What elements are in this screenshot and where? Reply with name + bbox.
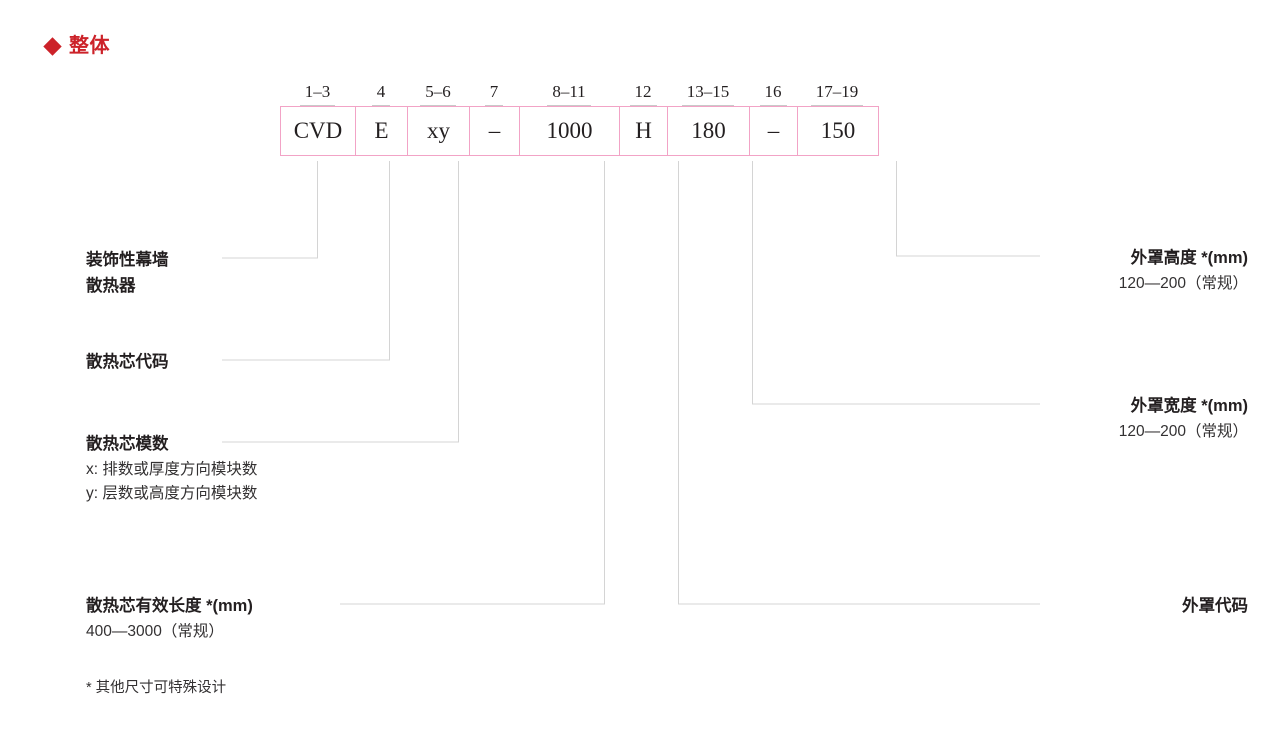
leader-line-6 bbox=[751, 161, 1040, 405]
annotation-sub-line: 400—3000（常规） bbox=[86, 622, 224, 640]
position-label-8: 16 bbox=[749, 80, 797, 106]
annotation-line: 散热芯代码 bbox=[86, 353, 169, 371]
annotation-line: 外罩代码 bbox=[1182, 597, 1248, 615]
annotation-sub-line: 120—200（常规） bbox=[1118, 274, 1248, 292]
annotation-decorative-curtain-wall-radiator: 装饰性幕墙 散热器 bbox=[86, 248, 169, 299]
annotation-core-effective-length: 散热芯有效长度 *(mm) 400—3000（常规） bbox=[86, 594, 253, 644]
code-cell-separator-2: – bbox=[750, 107, 798, 155]
code-value-row: CVD E xy – 1000 H 180 – 150 bbox=[280, 106, 879, 156]
annotation-line: 散热芯有效长度 *(mm) bbox=[86, 597, 253, 615]
annotation-line: 装饰性幕墙 bbox=[86, 251, 169, 269]
leader-line-2 bbox=[222, 161, 391, 361]
annotation-core-modulus: 散热芯模数 x: 排数或厚度方向模块数 y: 层数或高度方向模块数 bbox=[86, 432, 257, 506]
position-label-9: 17–19 bbox=[797, 80, 877, 106]
leader-line-4 bbox=[340, 161, 606, 605]
position-label-6: 12 bbox=[619, 80, 667, 106]
leader-line-5 bbox=[677, 161, 1040, 605]
position-header-row: 1–3 4 5–6 7 8–11 12 13–15 16 17–19 bbox=[280, 78, 879, 106]
footnote: * 其他尺寸可特殊设计 bbox=[86, 680, 227, 696]
annotation-sub-line: x: 排数或厚度方向模块数 bbox=[86, 460, 258, 478]
code-cell-cover-code: H bbox=[620, 107, 668, 155]
code-cell-product-family: CVD bbox=[281, 107, 356, 155]
annotation-sub-line: 120—200（常规） bbox=[1118, 422, 1248, 440]
position-label-3: 5–6 bbox=[407, 80, 469, 106]
annotation-line: 外罩宽度 *(mm) bbox=[1130, 397, 1248, 415]
position-label-4: 7 bbox=[469, 80, 519, 106]
code-cell-core-code: E bbox=[356, 107, 408, 155]
annotation-cover-code: 外罩代码 bbox=[1182, 594, 1248, 620]
diamond-bullet-icon bbox=[43, 36, 62, 56]
code-cell-cover-height: 150 bbox=[798, 107, 878, 155]
section-title: 整体 bbox=[43, 35, 110, 57]
annotation-cover-height: 外罩高度 *(mm) 120—200（常规） bbox=[1119, 246, 1248, 296]
leader-line-3 bbox=[222, 161, 460, 443]
leader-line-1 bbox=[222, 161, 319, 259]
annotation-cover-width: 外罩宽度 *(mm) 120—200（常规） bbox=[1119, 394, 1248, 444]
position-label-1: 1–3 bbox=[280, 80, 355, 106]
annotation-core-code: 散热芯代码 bbox=[86, 350, 169, 376]
page-title: 整体 bbox=[69, 35, 110, 57]
code-cell-separator-1: – bbox=[470, 107, 520, 155]
product-code-table: 1–3 4 5–6 7 8–11 12 13–15 16 17–19 CVD E… bbox=[280, 78, 879, 156]
leader-line-7 bbox=[895, 161, 1040, 257]
annotation-sub-line: y: 层数或高度方向模块数 bbox=[86, 484, 258, 502]
annotation-line: 散热器 bbox=[86, 276, 136, 295]
position-label-7: 13–15 bbox=[667, 80, 749, 106]
code-cell-core-length: 1000 bbox=[520, 107, 620, 155]
annotation-line: 散热芯模数 bbox=[86, 435, 169, 453]
code-cell-cover-width: 180 bbox=[668, 107, 750, 155]
position-label-2: 4 bbox=[355, 80, 407, 106]
annotation-line: 外罩高度 *(mm) bbox=[1130, 249, 1248, 267]
code-cell-core-modulus: xy bbox=[408, 107, 470, 155]
position-label-5: 8–11 bbox=[519, 80, 619, 106]
